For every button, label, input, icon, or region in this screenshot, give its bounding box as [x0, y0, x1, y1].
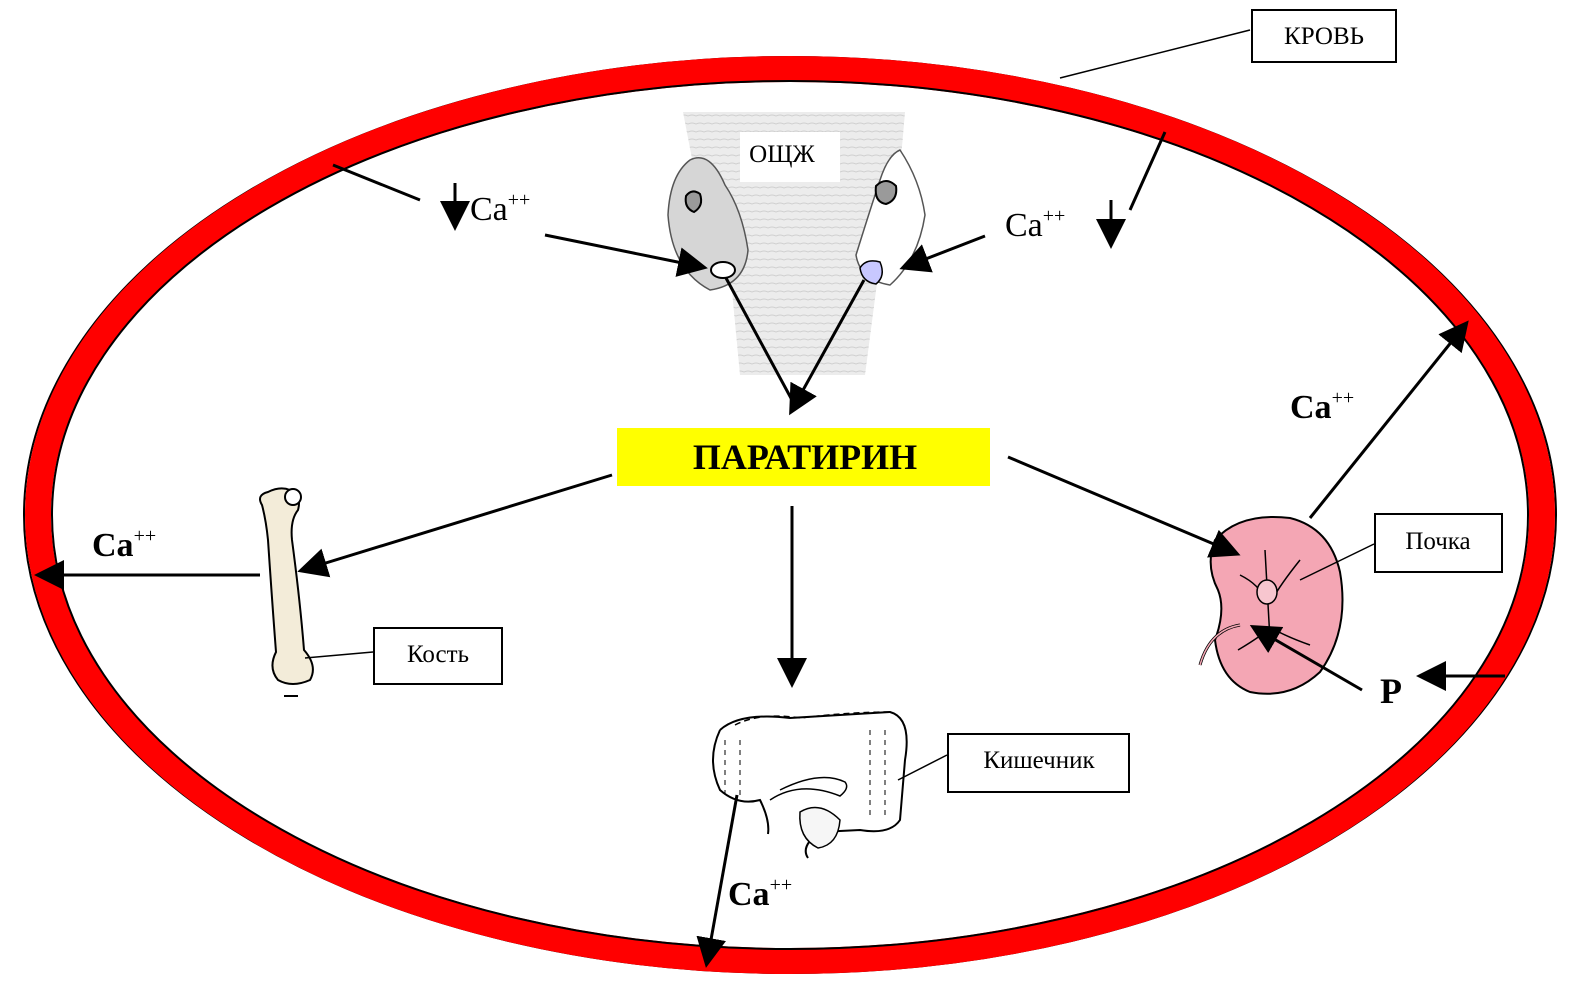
- bone-illustration: [260, 488, 313, 696]
- blood-label: КРОВЬ: [1284, 23, 1364, 50]
- hormone-label: ПАРАТИРИН: [693, 437, 917, 477]
- parathyroid-label: ОЩЖ: [749, 141, 815, 168]
- intestine-label: Кишечник: [983, 747, 1095, 774]
- kidney-label: Почка: [1405, 528, 1470, 555]
- left-sensor-line: [333, 165, 420, 200]
- bone-label-pointer: [305, 652, 373, 658]
- intestine-illustration: [713, 712, 907, 858]
- kidney-ca-to-blood-arrow: [1310, 325, 1465, 518]
- hormone-to-kidney-arrow: [1008, 457, 1235, 553]
- left-ca-label: Ca++: [470, 189, 530, 228]
- right-sensor-line: [1130, 132, 1165, 210]
- phosphate-label: P: [1380, 671, 1402, 711]
- intestine-ca-label: Ca++: [728, 874, 792, 913]
- bone-ca-label: Ca++: [92, 525, 156, 564]
- hormone-to-bone-arrow: [303, 475, 612, 570]
- right-ca-label: Ca++: [1005, 205, 1065, 244]
- bone-label: Кость: [407, 641, 469, 668]
- blood-label-pointer: [1060, 30, 1250, 78]
- kidney-ca-label: Ca++: [1290, 387, 1354, 426]
